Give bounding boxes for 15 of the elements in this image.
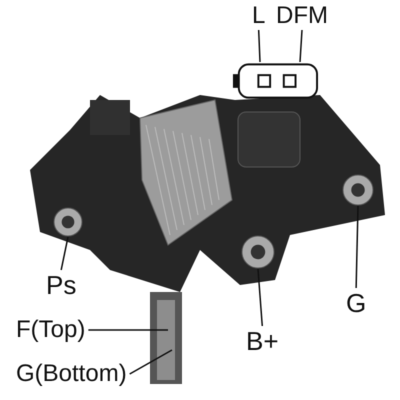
terminal-label: F(Top) bbox=[16, 318, 86, 342]
leader-line bbox=[299, 30, 303, 62]
terminal-label: G bbox=[346, 290, 366, 316]
terminal-label: B+ bbox=[246, 328, 279, 354]
terminal-label: DFM bbox=[276, 4, 328, 28]
leader-line bbox=[60, 236, 69, 270]
leader-line bbox=[355, 206, 359, 288]
terminal-label: L bbox=[252, 4, 266, 28]
leader-line bbox=[129, 349, 172, 375]
leader-line bbox=[88, 329, 168, 331]
terminal-label: G(Bottom) bbox=[16, 362, 127, 386]
leader-line bbox=[258, 30, 261, 62]
leader-line bbox=[257, 268, 264, 326]
plug-drawing bbox=[231, 62, 319, 100]
terminal-label: Ps bbox=[46, 272, 76, 298]
